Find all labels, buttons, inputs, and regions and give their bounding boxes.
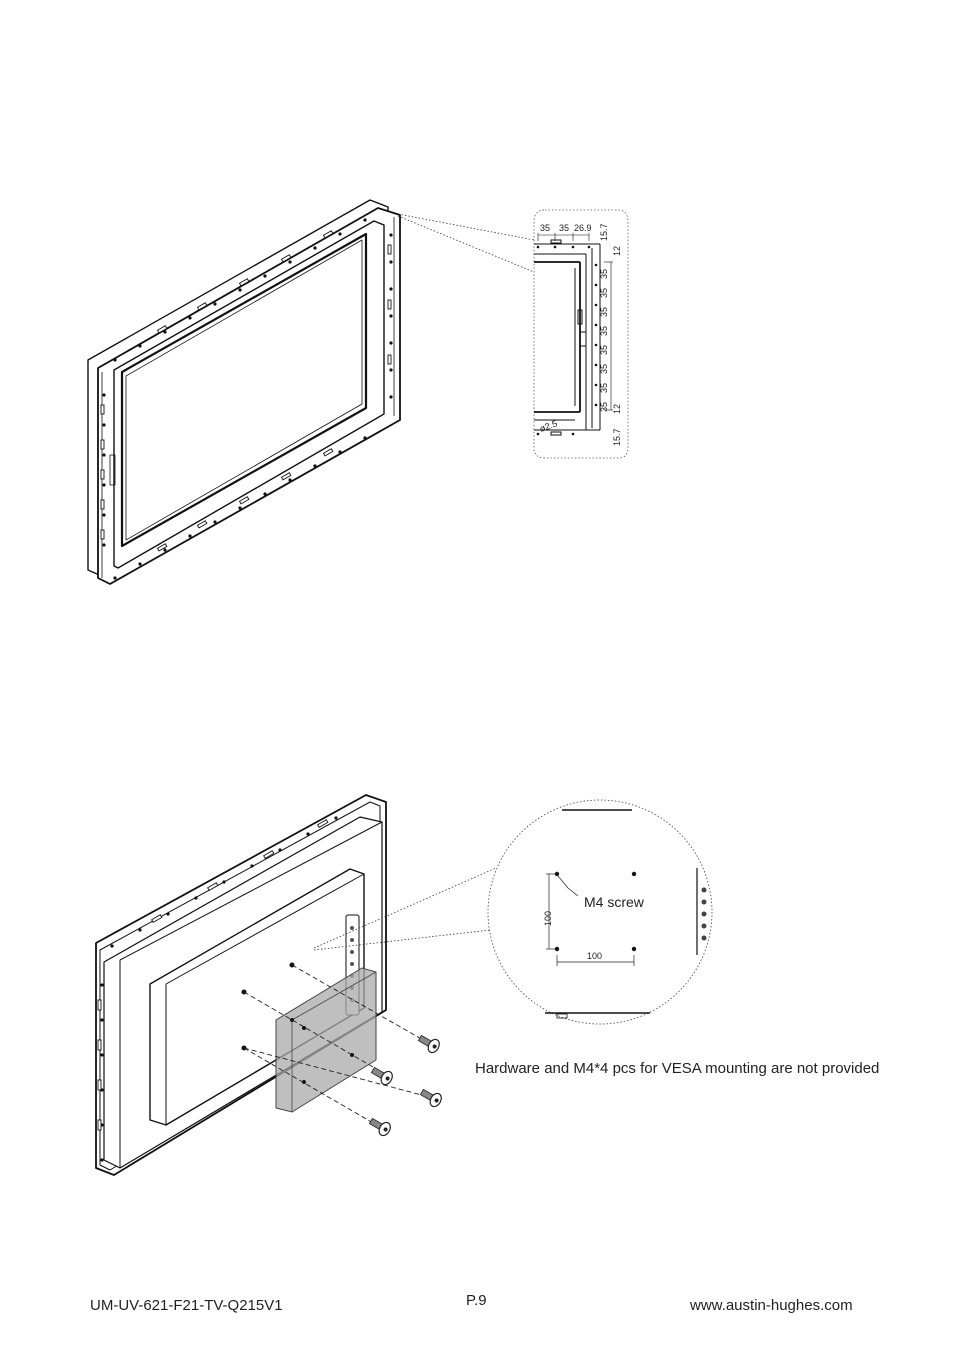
- frame-mounting-holes: [102, 218, 393, 580]
- dim-side-1: 35: [599, 269, 609, 279]
- screw-axis-lines: [243, 964, 434, 1128]
- vesa-leader-lines: [313, 867, 497, 951]
- dim-side-3: 35: [599, 307, 609, 317]
- footer-document-id: UM-UV-621-F21-TV-Q215V1: [90, 1297, 283, 1314]
- dim-side-7: 35: [599, 383, 609, 393]
- dim-top-4: 15.7: [599, 223, 609, 241]
- vesa-mount-plate: [275, 967, 377, 1113]
- footer-page-number: P.9: [466, 1292, 487, 1309]
- m4-screw-label: M4 screw: [584, 894, 645, 910]
- rear-flange-slots: [97, 819, 329, 1131]
- m4-screw-2: [370, 1066, 393, 1086]
- frame-slots: [100, 230, 392, 552]
- dim-bottom: 15.7: [612, 428, 622, 446]
- vesa-holes: [241, 962, 354, 1084]
- frame-dimension-detail: 35 35 26.9 15.7 12 35 35 35 35 35 35 35 …: [533, 209, 629, 459]
- vesa-horizontal-dimension: 100: [587, 951, 602, 961]
- dim-side-5: 35: [599, 345, 609, 355]
- m4-screw-3: [419, 1088, 442, 1108]
- dim-top-2: 35: [559, 223, 569, 233]
- footer-website: www.austin-hughes.com: [690, 1297, 853, 1314]
- dim-side-4: 35: [599, 326, 609, 336]
- m4-screw-4: [368, 1117, 391, 1137]
- dim-corner-bottom: 12: [612, 404, 622, 414]
- vesa-vertical-dimension: 100: [543, 911, 553, 926]
- m4-screw-1: [417, 1034, 440, 1054]
- dim-corner-top: 12: [612, 246, 622, 256]
- dim-side-2: 35: [599, 288, 609, 298]
- dim-top-3: 26.9: [574, 223, 592, 233]
- rear-flange-holes: [100, 816, 338, 1162]
- vesa-mounting-note: Hardware and M4*4 pcs for VESA mounting …: [475, 1060, 880, 1077]
- monitor-rear-drawing: [95, 794, 387, 1176]
- vesa-dimension-detail: 100 100 M4 screw: [487, 799, 713, 1025]
- dim-side-6: 35: [599, 364, 609, 374]
- monitor-front-drawing: [87, 199, 401, 585]
- dim-top-1: 35: [540, 223, 550, 233]
- detail-leader-lines: [397, 213, 535, 273]
- dim-side-8: 35: [599, 402, 609, 412]
